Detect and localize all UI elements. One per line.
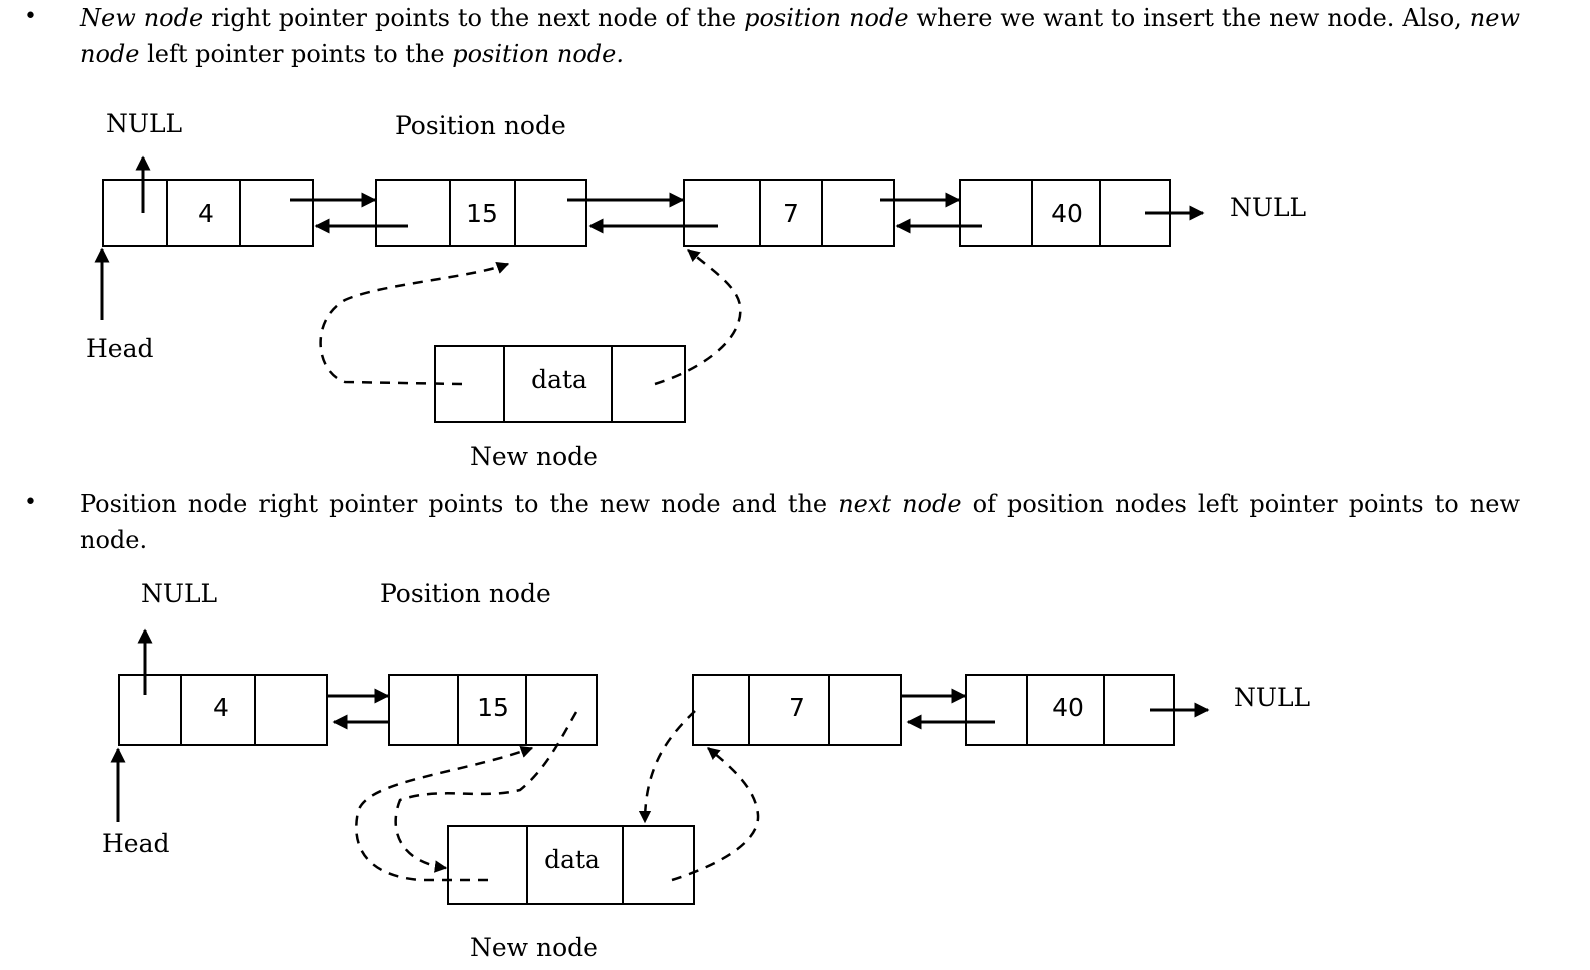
node-box	[683, 179, 895, 247]
new-left-pointer	[355, 745, 534, 882]
list-node: 4	[102, 179, 314, 247]
node-value: 15	[466, 199, 498, 228]
text-run: where we want to insert the new node. Al…	[908, 4, 1470, 32]
text-run: of position nodes left pointer points to…	[80, 490, 1521, 554]
bullet-text-1: New node right pointer points to the nex…	[80, 0, 1520, 72]
node-value: data	[531, 365, 587, 394]
head-label: Head	[86, 334, 154, 363]
list-node: 4	[118, 674, 328, 746]
diagram-1: NULL Position node NULL Head New node 4 …	[86, 109, 1306, 471]
node-value: 40	[1052, 693, 1084, 722]
next-left-pointer	[638, 710, 696, 824]
node-value: data	[544, 845, 600, 874]
node-box	[447, 825, 695, 905]
text-emphasis: position node.	[452, 40, 624, 68]
text-emphasis: new node	[80, 4, 1520, 68]
new-node: data	[434, 345, 686, 423]
text-emphasis: next node	[838, 490, 962, 518]
null-top-label: NULL	[106, 109, 182, 138]
position-node-label: Position node	[380, 579, 551, 608]
node-value: 4	[198, 199, 214, 228]
text-run: Position node right pointer points to th…	[80, 490, 839, 518]
node-value: 15	[477, 693, 509, 722]
position-node-label: Position node	[395, 111, 566, 140]
text-run: right pointer points to the next node of…	[203, 4, 745, 32]
node-box	[118, 674, 328, 746]
diagram-2: NULL Position node NULL Head New node 4 …	[102, 579, 1310, 962]
null-right-label: NULL	[1234, 683, 1310, 712]
node-box	[692, 674, 902, 746]
bullet-dot: •	[24, 4, 37, 29]
new-left-pointer	[319, 262, 510, 386]
list-node: 40	[965, 674, 1175, 746]
text-emphasis: position node	[744, 4, 909, 32]
node-box	[388, 674, 598, 746]
new-node-label: New node	[470, 442, 598, 471]
head-label: Head	[102, 829, 170, 858]
list-node: 15	[388, 674, 598, 746]
node-value: 4	[213, 693, 229, 722]
node-value: 7	[789, 693, 805, 722]
new-right-pointer	[671, 747, 760, 882]
node-box	[102, 179, 314, 247]
bullet-dot: •	[24, 490, 37, 515]
text-emphasis: New node	[80, 4, 204, 32]
node-value: 7	[783, 199, 799, 228]
null-top-label: NULL	[141, 579, 217, 608]
list-node: 15	[375, 179, 587, 247]
list-node: 40	[959, 179, 1171, 247]
text-run: left pointer points to the	[139, 40, 453, 68]
new-node-label: New node	[470, 933, 598, 962]
list-node: 7	[692, 674, 902, 746]
list-node: 7	[683, 179, 895, 247]
bullet-text-2: Position node right pointer points to th…	[80, 486, 1520, 558]
new-right-pointer	[654, 249, 742, 386]
node-box	[375, 179, 587, 247]
null-right-label: NULL	[1230, 193, 1306, 222]
new-node: data	[447, 825, 695, 905]
node-value: 40	[1051, 199, 1083, 228]
